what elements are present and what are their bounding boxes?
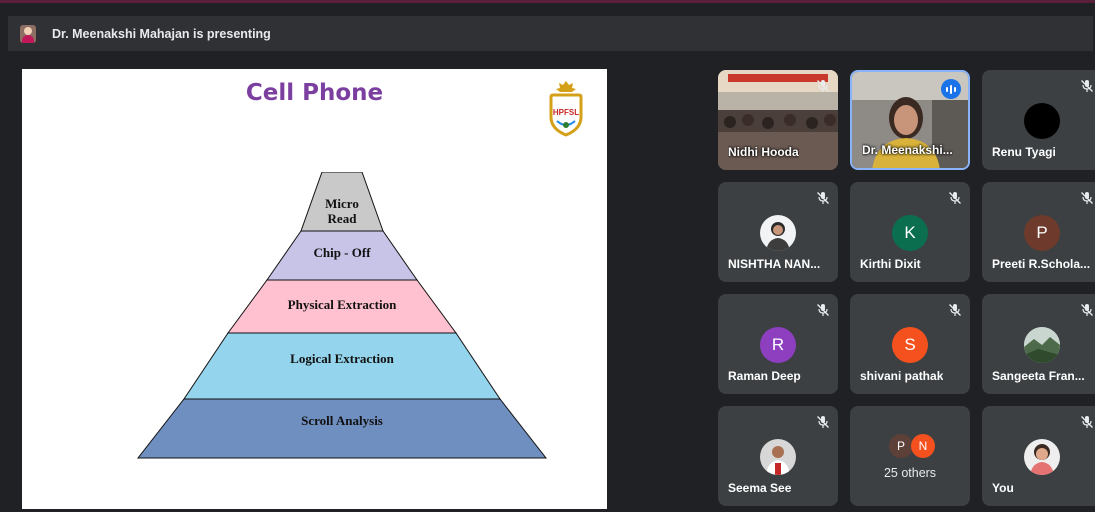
others-count: 25 others xyxy=(883,466,937,480)
pyramid-label-chip-off: Chip - Off xyxy=(313,245,371,260)
participant-tile-speaking[interactable]: Dr. Meenakshi... xyxy=(850,70,970,170)
hpfsl-emblem: HPFSL xyxy=(543,77,589,139)
presenter-avatar xyxy=(20,24,36,43)
classroom-video xyxy=(718,70,838,170)
participant-tile[interactable]: K Kirthi Dixit xyxy=(850,182,970,282)
presenting-banner: Dr. Meenakshi Mahajan is presenting xyxy=(8,16,1093,51)
avatar xyxy=(1024,327,1060,363)
participant-name: shivani pathak xyxy=(860,369,944,383)
mic-off-icon xyxy=(1081,192,1093,204)
participant-tile[interactable]: S shivani pathak xyxy=(850,294,970,394)
avatar xyxy=(760,439,796,475)
avatar: P xyxy=(1024,215,1060,251)
participant-tile[interactable]: Seema See xyxy=(718,406,838,506)
presenting-text: Dr. Meenakshi Mahajan is presenting xyxy=(52,26,271,41)
extraction-pyramid: Micro Read Chip - Off Physical Extractio… xyxy=(136,172,548,459)
others-avatars: P N xyxy=(889,434,935,458)
pyramid-label-scroll: Scroll Analysis xyxy=(301,413,383,428)
avatar xyxy=(1024,439,1060,475)
pyramid-tier-scroll-analysis xyxy=(136,398,548,459)
pyramid-label-logical: Logical Extraction xyxy=(290,351,394,366)
mic-off-icon xyxy=(1081,80,1093,92)
avatar: P xyxy=(889,434,913,458)
participant-tile[interactable]: Renu Tyagi xyxy=(982,70,1095,170)
avatar: K xyxy=(892,215,928,251)
top-accent-bar xyxy=(0,0,1095,3)
mic-off-icon xyxy=(817,80,829,92)
mic-off-icon xyxy=(1081,304,1093,316)
participant-tile[interactable]: Sangeeta Fran... xyxy=(982,294,1095,394)
avatar xyxy=(1024,103,1060,139)
speaking-indicator-icon xyxy=(941,79,961,99)
participant-name: You xyxy=(992,481,1014,495)
mic-off-icon xyxy=(817,416,829,428)
participant-name: Dr. Meenakshi... xyxy=(862,143,953,157)
participant-tile[interactable]: NISHTHA NAN... xyxy=(718,182,838,282)
pyramid-label-read: Read xyxy=(328,211,358,226)
participant-name: Seema See xyxy=(728,481,792,495)
avatar xyxy=(760,215,796,251)
mic-off-icon xyxy=(817,192,829,204)
participant-name: Kirthi Dixit xyxy=(860,257,921,271)
shared-slide: Cell Phone HPFSL Micro Read Chip - Off P… xyxy=(22,69,607,509)
emblem-label: HPFSL xyxy=(552,108,580,117)
mic-off-icon xyxy=(1081,416,1093,428)
participant-tile[interactable]: R Raman Deep xyxy=(718,294,838,394)
avatar: N xyxy=(911,434,935,458)
participant-name: Renu Tyagi xyxy=(992,145,1056,159)
slide-title: Cell Phone xyxy=(245,80,384,106)
participant-name: Sangeeta Fran... xyxy=(992,369,1085,383)
mic-off-icon xyxy=(817,304,829,316)
participant-tile-self[interactable]: You xyxy=(982,406,1095,506)
participant-name: Preeti R.Schola... xyxy=(992,257,1091,271)
pyramid-label-micro: Micro xyxy=(325,196,359,211)
participant-name: NISHTHA NAN... xyxy=(728,257,821,271)
avatar: R xyxy=(760,327,796,363)
participant-tile[interactable]: P Preeti R.Schola... xyxy=(982,182,1095,282)
mic-off-icon xyxy=(949,304,961,316)
participant-tile[interactable]: Nidhi Hooda xyxy=(718,70,838,170)
pyramid-tier-logical-extraction xyxy=(183,332,501,400)
avatar: S xyxy=(892,327,928,363)
participant-name: Nidhi Hooda xyxy=(728,145,799,159)
others-tile[interactable]: P N 25 others xyxy=(850,406,970,506)
pyramid-label-physical: Physical Extraction xyxy=(288,297,397,312)
participant-name: Raman Deep xyxy=(728,369,801,383)
mic-off-icon xyxy=(949,192,961,204)
